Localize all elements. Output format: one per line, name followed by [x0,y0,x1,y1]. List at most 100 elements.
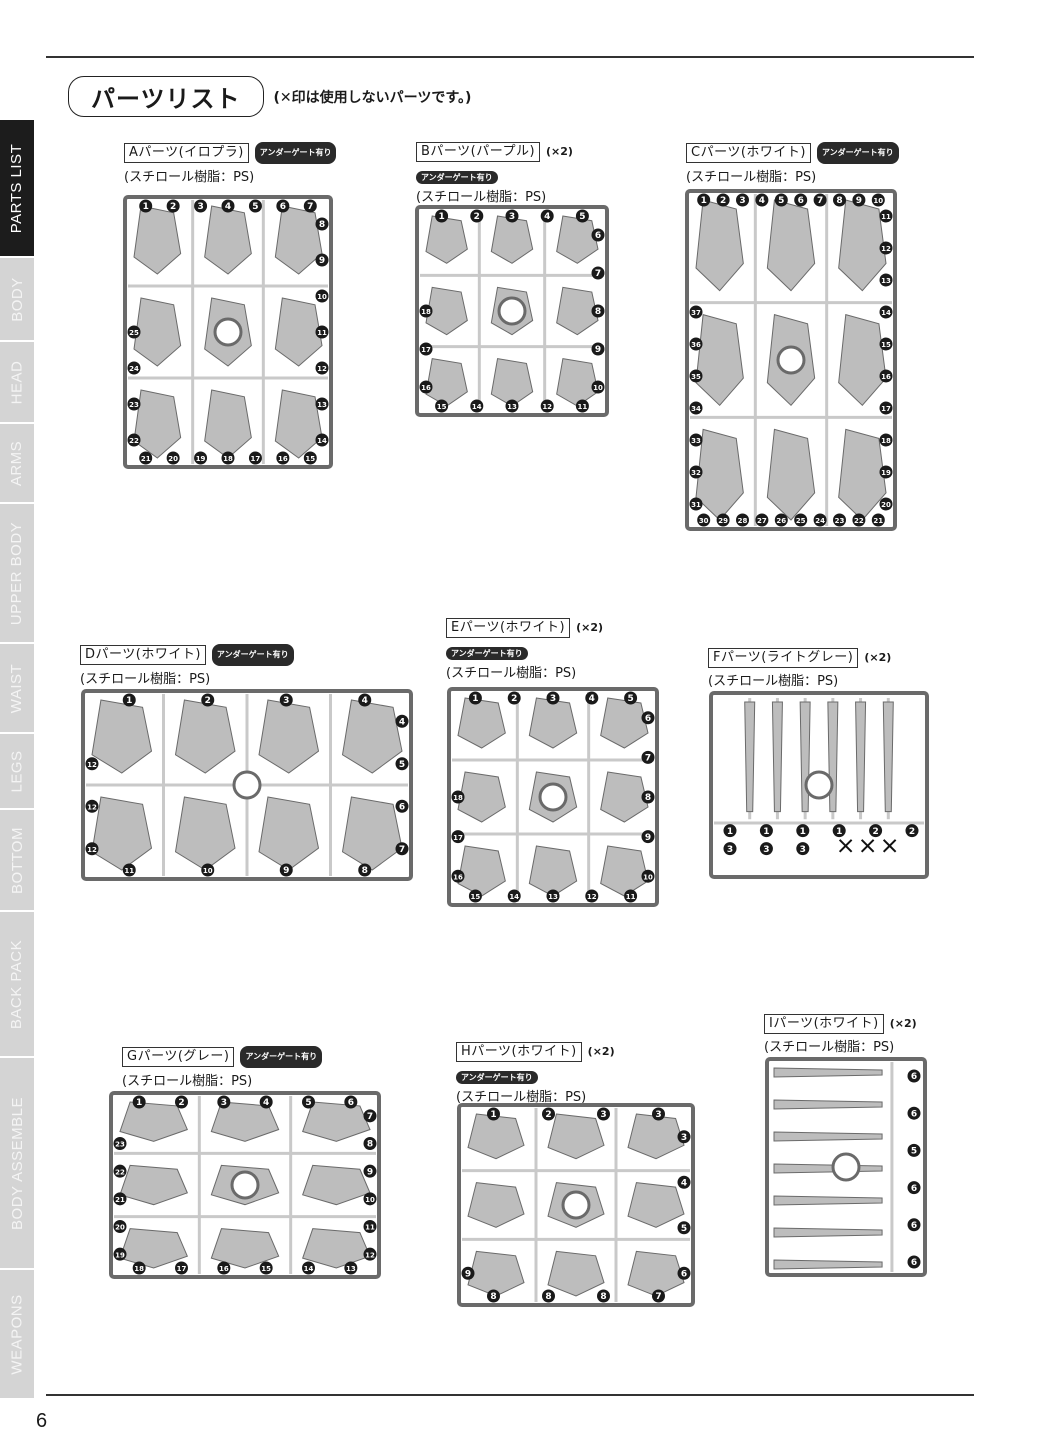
svg-text:6: 6 [911,1184,917,1194]
tab-weapons[interactable]: WEAPONS [0,1270,34,1400]
tab-label: ARMS [8,440,26,486]
section-tab-strip: PARTS LIST BODY HEAD ARMS UPPER BODY WAI… [0,120,34,1400]
svg-text:8: 8 [367,1140,373,1150]
part-number-marker: 3 [677,1130,691,1144]
svg-text:18: 18 [881,437,891,445]
part-number-marker: 9 [591,342,605,356]
part-shape [258,796,320,871]
part-number-marker: 22 [127,433,141,447]
svg-text:33: 33 [691,437,701,445]
part-shape [467,1250,525,1297]
unused-parts-note: (✕印は使用しないパーツです。) [273,89,472,106]
svg-text:2: 2 [170,202,176,212]
svg-text:1: 1 [438,212,444,222]
part-shape [556,358,599,407]
part-number-marker: 6 [907,1218,921,1232]
part-shape [467,1113,525,1160]
part-number-marker: 4 [585,691,599,705]
svg-text:11: 11 [626,893,636,901]
part-number-marker: 1 [759,824,773,838]
undergate-badge: アンダーゲート有り [816,142,899,164]
svg-text:22: 22 [129,437,139,445]
svg-text:8: 8 [836,196,842,206]
part-number-marker: 9 [852,193,866,207]
part-number-marker: 7 [652,1289,665,1303]
svg-text:8: 8 [600,1292,606,1302]
part-number-marker: 10 [315,289,329,303]
svg-text:15: 15 [881,341,891,349]
svg-text:27: 27 [757,517,767,525]
part-blade [773,1067,883,1078]
part-number-marker: 1 [468,691,482,705]
part-number-marker: 2 [507,691,521,705]
svg-text:23: 23 [115,1141,125,1149]
part-number-marker: 36 [689,337,703,351]
svg-text:14: 14 [509,893,519,901]
part-number-marker: 17 [175,1261,188,1275]
tab-parts-list[interactable]: PARTS LIST [0,120,34,258]
part-number-marker: 18 [879,433,893,447]
part-number-marker: 6 [677,1266,691,1280]
tab-body-assemble[interactable]: BODY ASSEMBLE [0,1058,34,1270]
part-blade [773,1227,883,1238]
tab-upper-body[interactable]: UPPER BODY [0,504,34,644]
part-number-marker: 13 [879,273,893,287]
svg-text:7: 7 [817,196,823,206]
part-shape [210,1228,280,1269]
svg-text:4: 4 [362,696,368,706]
runner-hub [232,770,262,800]
part-shape [490,358,534,407]
tab-legs[interactable]: LEGS [0,734,34,810]
part-shape [457,697,506,749]
part-number-marker: 10 [641,869,655,883]
part-blade [855,701,867,813]
part-number-marker: 12 [85,842,99,856]
tab-label: WAIST [8,663,26,713]
svg-text:36: 36 [691,341,701,349]
part-blade [773,1259,883,1270]
svg-text:16: 16 [278,455,288,463]
tab-back-pack[interactable]: BACK PACK [0,912,34,1058]
part-number-marker: 2 [716,193,730,207]
material-label: (スチロール樹脂：PS) [686,170,817,185]
svg-text:23: 23 [129,401,139,409]
part-shape [600,771,649,823]
part-shape [457,771,506,823]
tab-arms[interactable]: ARMS [0,424,34,504]
part-number-marker: 10 [871,193,885,207]
part-number-marker: 17 [451,830,465,844]
svg-text:12: 12 [87,803,97,811]
part-number-marker: 12 [363,1247,377,1261]
part-number-marker: 4 [755,193,769,207]
part-number-marker: 6 [591,228,605,242]
part-number-marker: 1 [122,693,136,707]
part-number-marker: 4 [395,714,409,728]
part-name: Fパーツ(ライトグレー) [708,648,859,668]
part-number-marker: 21 [139,451,153,465]
part-number-marker: 14 [507,889,521,903]
svg-text:10: 10 [643,873,653,881]
tab-label: BOTTOM [8,826,26,894]
svg-text:11: 11 [881,213,891,221]
part-number-marker: 3 [759,842,773,856]
tab-waist[interactable]: WAIST [0,644,34,734]
svg-text:6: 6 [681,1269,687,1279]
part-number-marker: 6 [344,1095,358,1109]
part-blade [773,1131,883,1142]
svg-text:14: 14 [472,403,482,411]
part-number-marker: 7 [813,193,827,207]
part-number-marker: 27 [755,513,769,527]
tab-bottom[interactable]: BOTTOM [0,810,34,912]
part-number-marker: 9 [279,863,293,877]
part-number-marker: 17 [248,451,262,465]
svg-text:28: 28 [738,517,748,525]
tab-head[interactable]: HEAD [0,342,34,424]
part-shape [547,1250,605,1297]
part-number-marker: 5 [248,199,262,213]
tab-label: WEAPONS [8,1293,26,1375]
tab-body[interactable]: BODY [0,258,34,342]
part-shape [133,389,182,459]
part-name: Hパーツ(ホワイト) [456,1042,582,1062]
